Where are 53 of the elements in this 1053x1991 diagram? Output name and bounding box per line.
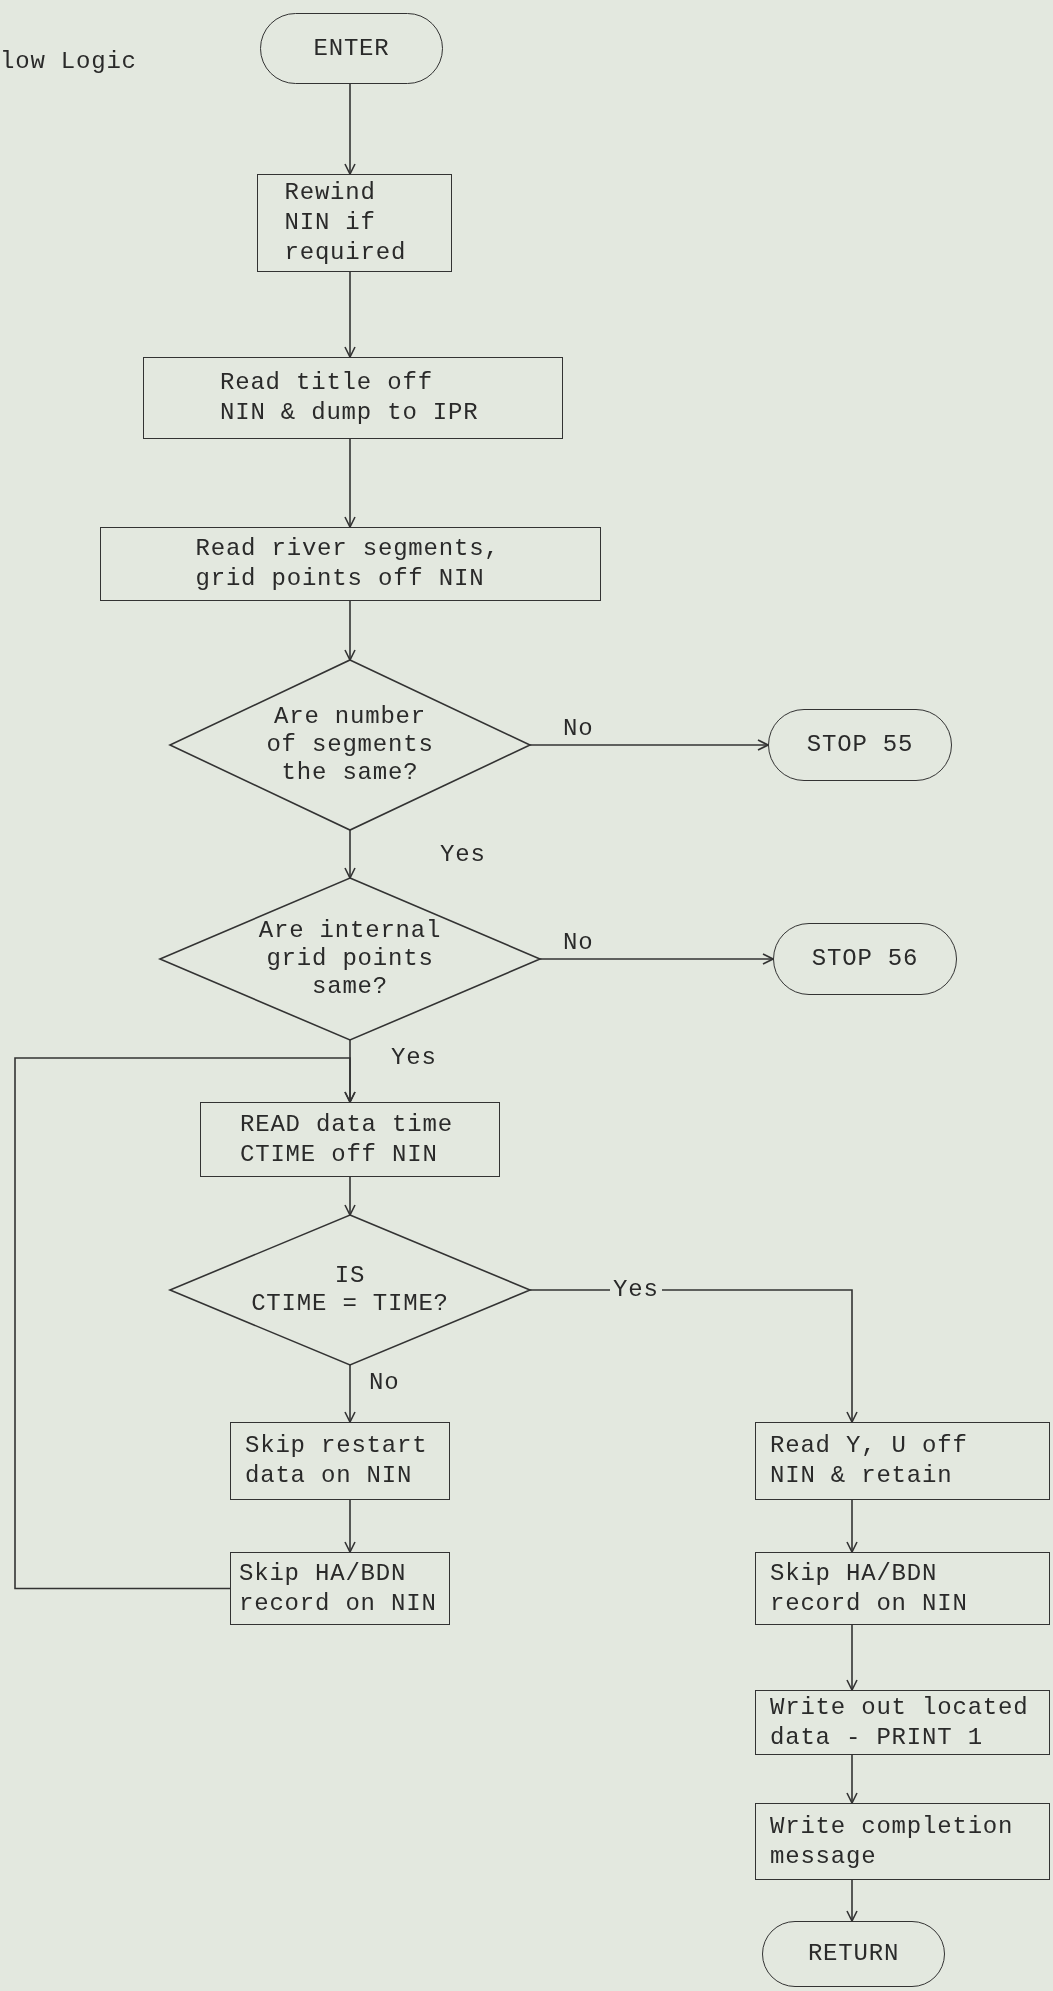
node-text: Read title off NIN & dump to IPR: [220, 368, 480, 428]
arrow: [344, 1176, 356, 1216]
decision-diamond: [170, 660, 530, 830]
node-text: CTIME = TIME?: [250, 1290, 450, 1318]
node-text: Skip HA/BDN record on NIN: [239, 1558, 438, 1619]
node-text: STOP 56: [811, 944, 919, 974]
process-box: [755, 1422, 1050, 1500]
node-text: Are number of segments the same?: [265, 703, 435, 787]
node-text: RETURN: [807, 1939, 900, 1969]
arrow: [846, 1499, 858, 1553]
node-text: Skip restart data on NIN: [245, 1431, 429, 1491]
node-text: IS: [333, 1262, 367, 1290]
process-box: [755, 1690, 1050, 1755]
node-text: Skip HA/BDN record on NIN: [770, 1558, 969, 1619]
arrow: [846, 1754, 858, 1804]
edge-label: No: [562, 716, 595, 742]
arrow: [529, 1289, 858, 1423]
edge-label: Yes: [390, 1045, 438, 1071]
node-text: Read river segments, grid points off NIN: [195, 534, 501, 594]
arrow: [539, 953, 774, 965]
node-text: ENTER: [313, 33, 390, 64]
arrow: [344, 271, 356, 358]
edge-label: No: [562, 930, 595, 956]
node-text: Write completion message: [770, 1811, 1015, 1872]
arrow: [344, 1499, 356, 1553]
edge-label: Yes: [439, 842, 487, 868]
node-text: READ data time CTIME off NIN: [240, 1109, 454, 1170]
arrow: [344, 438, 356, 528]
decision-diamond: [170, 1215, 530, 1365]
process-box: [230, 1552, 450, 1625]
decision-diamond: [160, 878, 540, 1040]
node-text: Read Y, U off NIN & retain: [770, 1431, 969, 1491]
arrow: [846, 1879, 858, 1922]
edge-label: No: [368, 1370, 401, 1396]
node-text: Are internal grid points same?: [257, 917, 443, 1001]
arrow: [344, 600, 356, 661]
process-box: [230, 1422, 450, 1500]
process-box: [200, 1102, 500, 1177]
arrow: [344, 1364, 356, 1423]
arrow: [846, 1624, 858, 1691]
process-box: [143, 357, 563, 439]
process-box: [755, 1803, 1050, 1880]
node-text: STOP 55: [806, 730, 914, 760]
process-box: [755, 1552, 1050, 1625]
process-box: [257, 174, 452, 272]
arrow: [344, 829, 356, 879]
arrow: [529, 739, 769, 751]
node-text: Rewind NIN if required: [284, 178, 408, 268]
process-box: [100, 527, 601, 601]
diagram-title: low Logic: [0, 48, 137, 75]
arrow: [344, 83, 356, 175]
node-text: Write out located data - PRINT 1: [770, 1692, 1030, 1753]
arrow: [14, 1057, 356, 1590]
